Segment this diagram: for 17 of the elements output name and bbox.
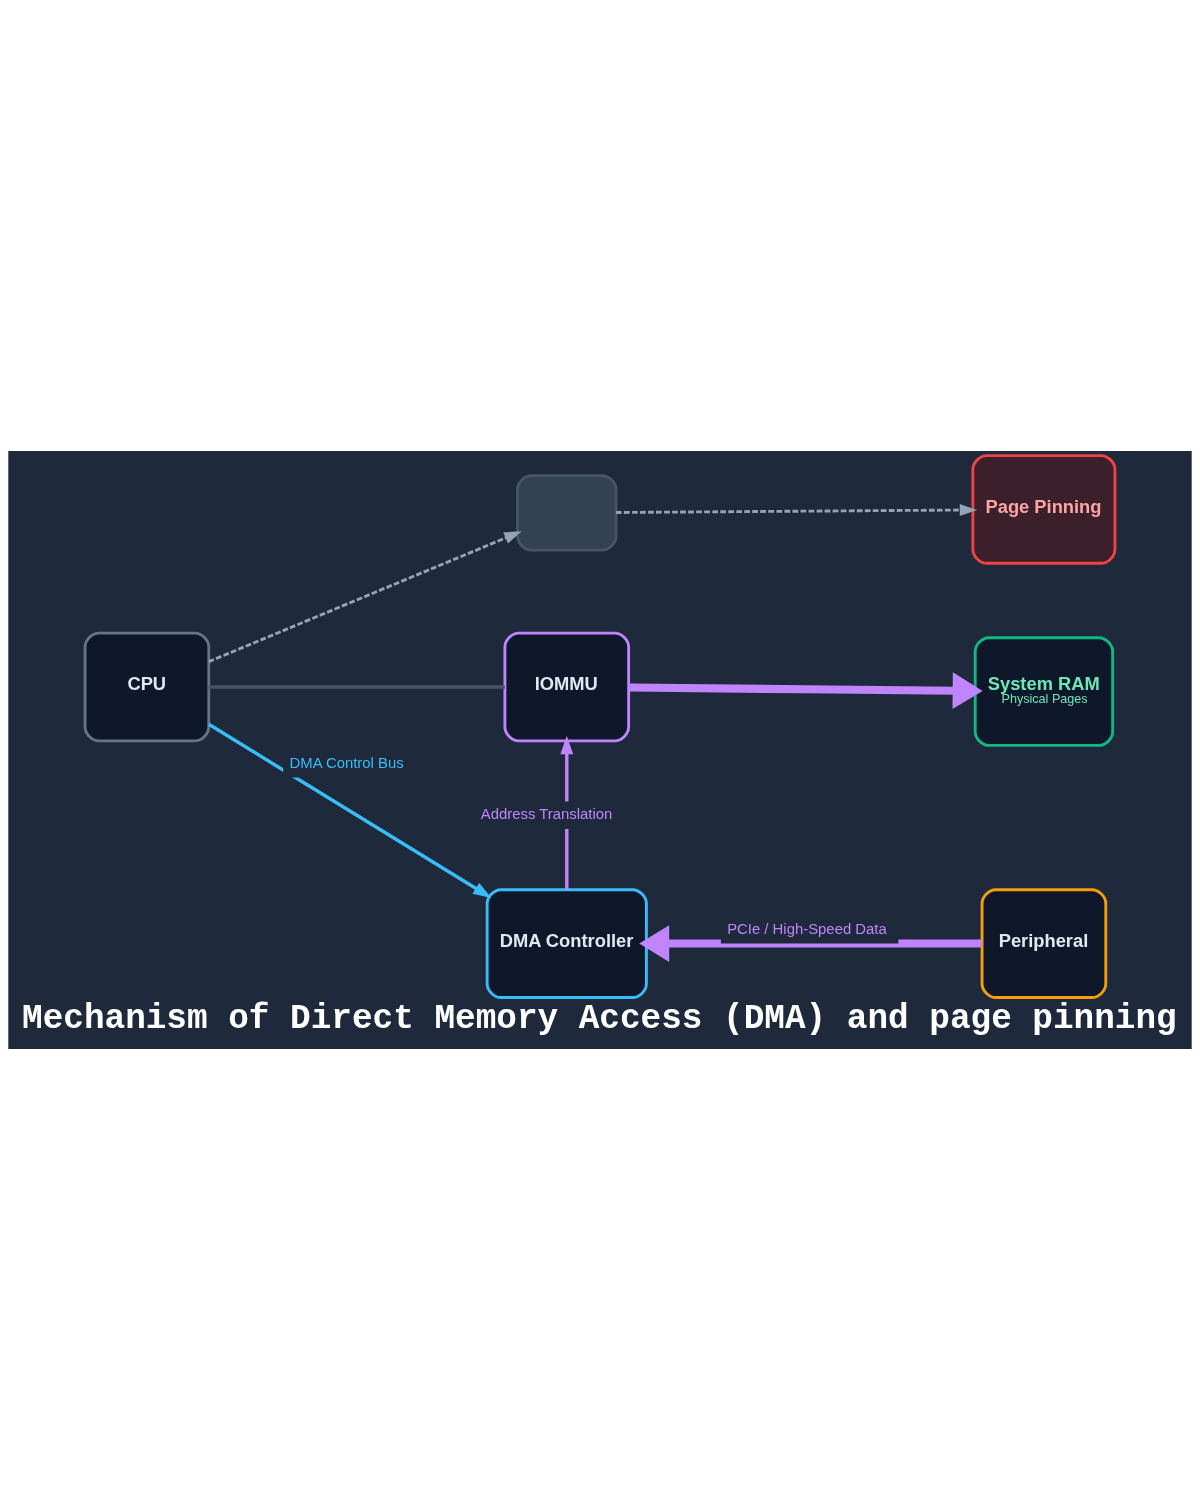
edge-label: DMA Control Bus (289, 754, 404, 771)
arrow (207, 722, 492, 899)
node-box: System RAM Physical Pages (973, 636, 1115, 747)
node-box: Peripheral (980, 888, 1108, 999)
edge-label: PCIe / High-Speed Data (727, 920, 887, 937)
node-box: IOMMU (503, 631, 631, 743)
arrow (616, 504, 977, 517)
arrow (208, 531, 522, 663)
arrow (639, 925, 982, 962)
node-box: DMA Controller (485, 888, 648, 999)
connector (208, 685, 505, 689)
node-box (516, 474, 618, 552)
node-box: Page Pinning (971, 454, 1117, 565)
diagram-title: Mechanism of Direct Memory Access (DMA) and page pinning (22, 999, 1177, 1039)
node-box: CPU (83, 631, 211, 743)
edge-label: Address Translation (480, 806, 613, 823)
arrow (629, 672, 983, 710)
